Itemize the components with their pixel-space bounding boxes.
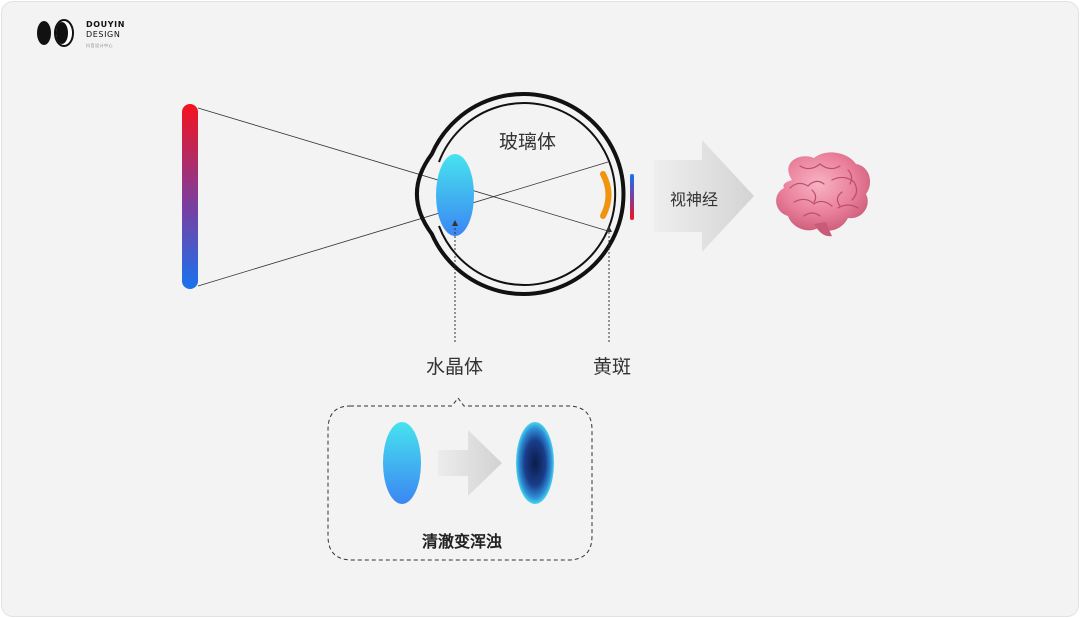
logo-line-1: DOUYIN (86, 20, 126, 29)
pointer-lines (454, 222, 610, 342)
brain-icon (776, 152, 871, 237)
clear-lens-shape (383, 422, 421, 504)
clear-to-cloudy-label: 清澈变浑浊 (422, 532, 503, 551)
lens-shape (436, 154, 474, 236)
light-rays (197, 107, 609, 287)
lens-pointer-arrowhead (452, 220, 458, 226)
cloudy-lens-shape (516, 422, 554, 504)
macula-shape (600, 171, 612, 219)
lens-label: 水晶体 (426, 356, 484, 378)
douyin-design-logo: DOUYIN DESIGN 抖音设计中心 (34, 18, 134, 50)
vitreous-label: 玻璃体 (499, 131, 557, 153)
logo-line-2: DESIGN (86, 30, 121, 39)
optic-nerve-label: 视神经 (670, 190, 719, 209)
callout-box (327, 397, 593, 561)
eyeball (414, 92, 626, 296)
logo-text: DOUYIN DESIGN 抖音设计中心 (86, 20, 125, 51)
retina-line (438, 102, 617, 286)
retina-image-bar (630, 174, 634, 220)
macula-pointer-arrowhead (606, 226, 612, 232)
logo-line-3: 抖音设计中心 (86, 43, 113, 48)
object-bar (182, 104, 198, 289)
logo-mark-icon (37, 19, 74, 47)
arrow-right-icon (654, 140, 754, 252)
arrow-right-icon (438, 430, 502, 496)
macula-label: 黄斑 (593, 356, 632, 378)
